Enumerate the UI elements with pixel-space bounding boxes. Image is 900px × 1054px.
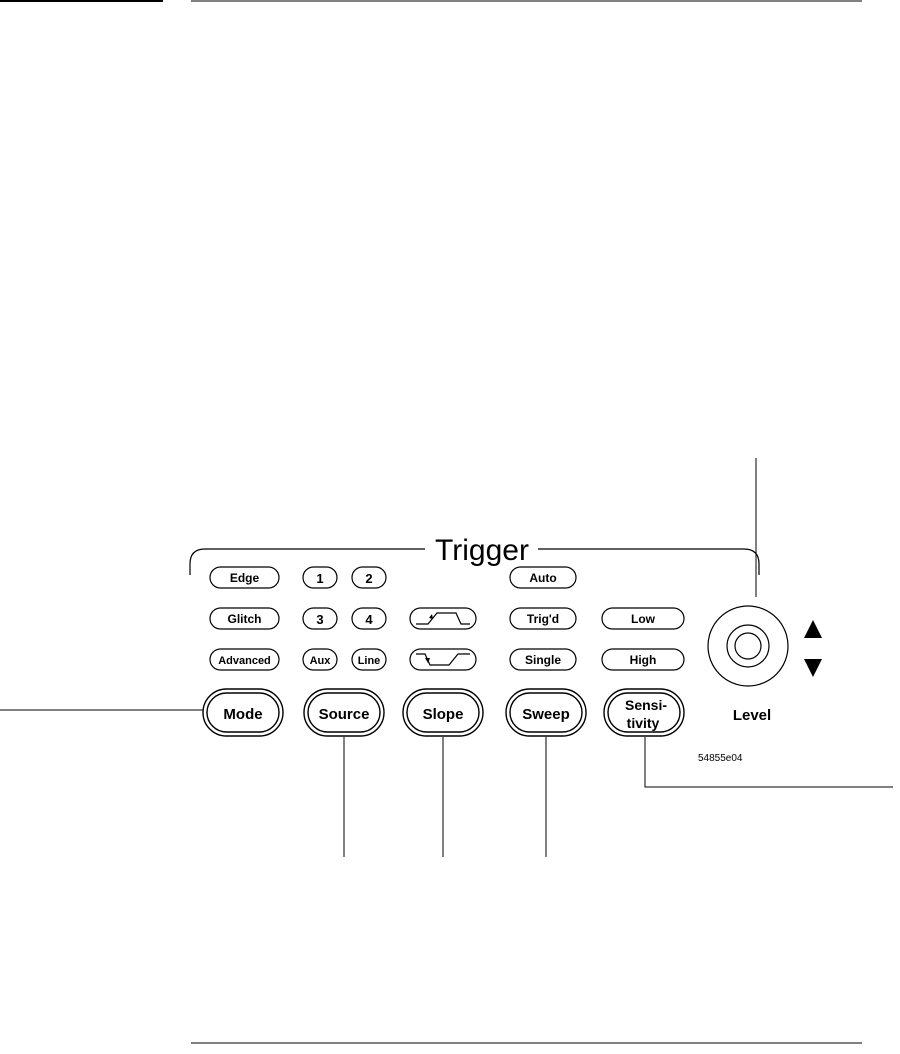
source-line-indicator: Line (351, 648, 387, 671)
trigger-bracket (189, 548, 760, 575)
svg-text:4: 4 (365, 612, 373, 627)
svg-text:Line: Line (358, 655, 381, 667)
svg-text:Low: Low (631, 612, 656, 626)
level-label: Level (733, 707, 771, 724)
source-1-indicator: 1 (302, 566, 338, 589)
svg-text:Mode: Mode (223, 706, 262, 723)
sweep-button[interactable]: Sweep (505, 688, 587, 737)
sensitivity-button[interactable]: Sensi- tivity (603, 688, 685, 737)
sensitivity-high-indicator: High (601, 648, 685, 671)
svg-text:Auto: Auto (529, 571, 556, 585)
sweep-single-indicator: Single (509, 648, 577, 671)
falling-edge-icon (416, 653, 470, 666)
sweep-trigd-indicator: Trig'd (509, 607, 577, 630)
rising-edge-icon (416, 612, 470, 625)
svg-text:High: High (630, 653, 657, 667)
source-4-indicator: 4 (351, 607, 387, 630)
svg-text:Sweep: Sweep (522, 706, 570, 723)
svg-text:Single: Single (525, 653, 561, 667)
sensitivity-low-indicator: Low (601, 607, 685, 630)
mode-glitch-indicator: Glitch (209, 607, 280, 630)
source-3-indicator: 3 (302, 607, 338, 630)
svg-text:tivity: tivity (627, 715, 660, 731)
svg-text:Trig'd: Trig'd (527, 612, 559, 626)
mode-button[interactable]: Mode (202, 688, 284, 737)
svg-text:Edge: Edge (230, 571, 260, 585)
sweep-auto-indicator: Auto (509, 566, 577, 589)
svg-text:Aux: Aux (310, 655, 332, 667)
level-knob[interactable] (707, 605, 789, 687)
svg-text:Glitch: Glitch (227, 612, 261, 626)
source-button[interactable]: Source (303, 688, 385, 737)
mode-edge-indicator: Edge (209, 566, 280, 589)
svg-text:Slope: Slope (423, 706, 464, 723)
svg-text:1: 1 (316, 571, 323, 586)
slope-button[interactable]: Slope (402, 688, 484, 737)
svg-text:Advanced: Advanced (218, 655, 271, 667)
svg-text:3: 3 (316, 612, 323, 627)
callout-lines (0, 458, 893, 857)
source-aux-indicator: Aux (302, 648, 338, 671)
callout-sensitivity (644, 737, 893, 788)
figure-id: 54855e04 (698, 753, 743, 764)
svg-text:2: 2 (365, 571, 372, 586)
source-2-indicator: 2 (351, 566, 387, 589)
trigger-title: Trigger (435, 534, 529, 567)
down-triangle-icon[interactable] (804, 659, 822, 677)
slope-falling-indicator (409, 648, 477, 671)
svg-text:Sensi-: Sensi- (625, 697, 667, 713)
svg-text:Source: Source (319, 706, 370, 723)
mode-advanced-indicator: Advanced (209, 648, 280, 671)
up-triangle-icon[interactable] (804, 620, 822, 638)
slope-rising-indicator (409, 607, 477, 630)
